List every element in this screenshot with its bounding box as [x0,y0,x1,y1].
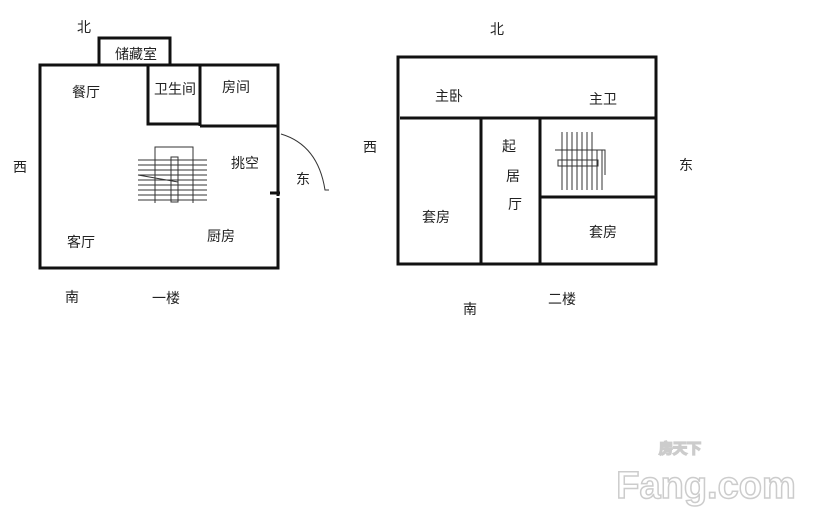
floor2-south-label: 南 [463,302,477,318]
dining-room-label: 餐厅 [72,85,100,101]
floor1-title: 一楼 [152,291,180,307]
master-bedroom-label: 主卧 [435,89,463,105]
kitchen-label: 厨房 [207,229,235,245]
stairs-floor2 [555,132,606,190]
watermark-cn: 房天下 [659,441,701,457]
watermark-brand: Fang.com [616,465,795,507]
living-room-label: 客厅 [67,234,95,251]
suite-right-label: 套房 [589,225,617,241]
floor1-east-label: 东 [296,172,310,188]
bathroom-label: 卫生间 [154,82,196,98]
floor2-plan: 北 主卧 主卫 西 起 居 厅 东 套房 套房 南 二楼 [363,22,693,318]
floor1-north-label: 北 [77,20,91,36]
bathroom-walls [146,65,200,126]
storage-room-label: 储藏室 [115,46,157,63]
suite-left-label: 套房 [422,210,450,226]
room-label: 房间 [222,80,250,96]
floor2-north-label: 北 [490,22,504,38]
fang-watermark: 房天下 Fang.com [616,440,797,508]
storage-walls [97,36,172,67]
living-label-2: 居 [506,169,520,185]
living-label-3: 厅 [508,197,522,213]
floor2-east-label: 东 [679,158,693,174]
floor2-title: 二楼 [548,292,576,308]
void-label: 挑空 [231,156,259,172]
floor1-south-label: 南 [65,290,79,306]
floor2-west-label: 西 [363,140,377,156]
master-bath-label: 主卫 [589,92,617,108]
stairs-floor1 [137,146,207,203]
door-swing-arc [280,133,329,191]
floor1-west-label: 西 [13,160,27,176]
living-label-1: 起 [502,139,516,155]
floor1-plan: 北 储藏室 餐厅 卫生间 房间 西 挑空 东 客厅 厨房 南 一楼 [13,20,329,307]
floor2-outer-walls [396,55,658,266]
